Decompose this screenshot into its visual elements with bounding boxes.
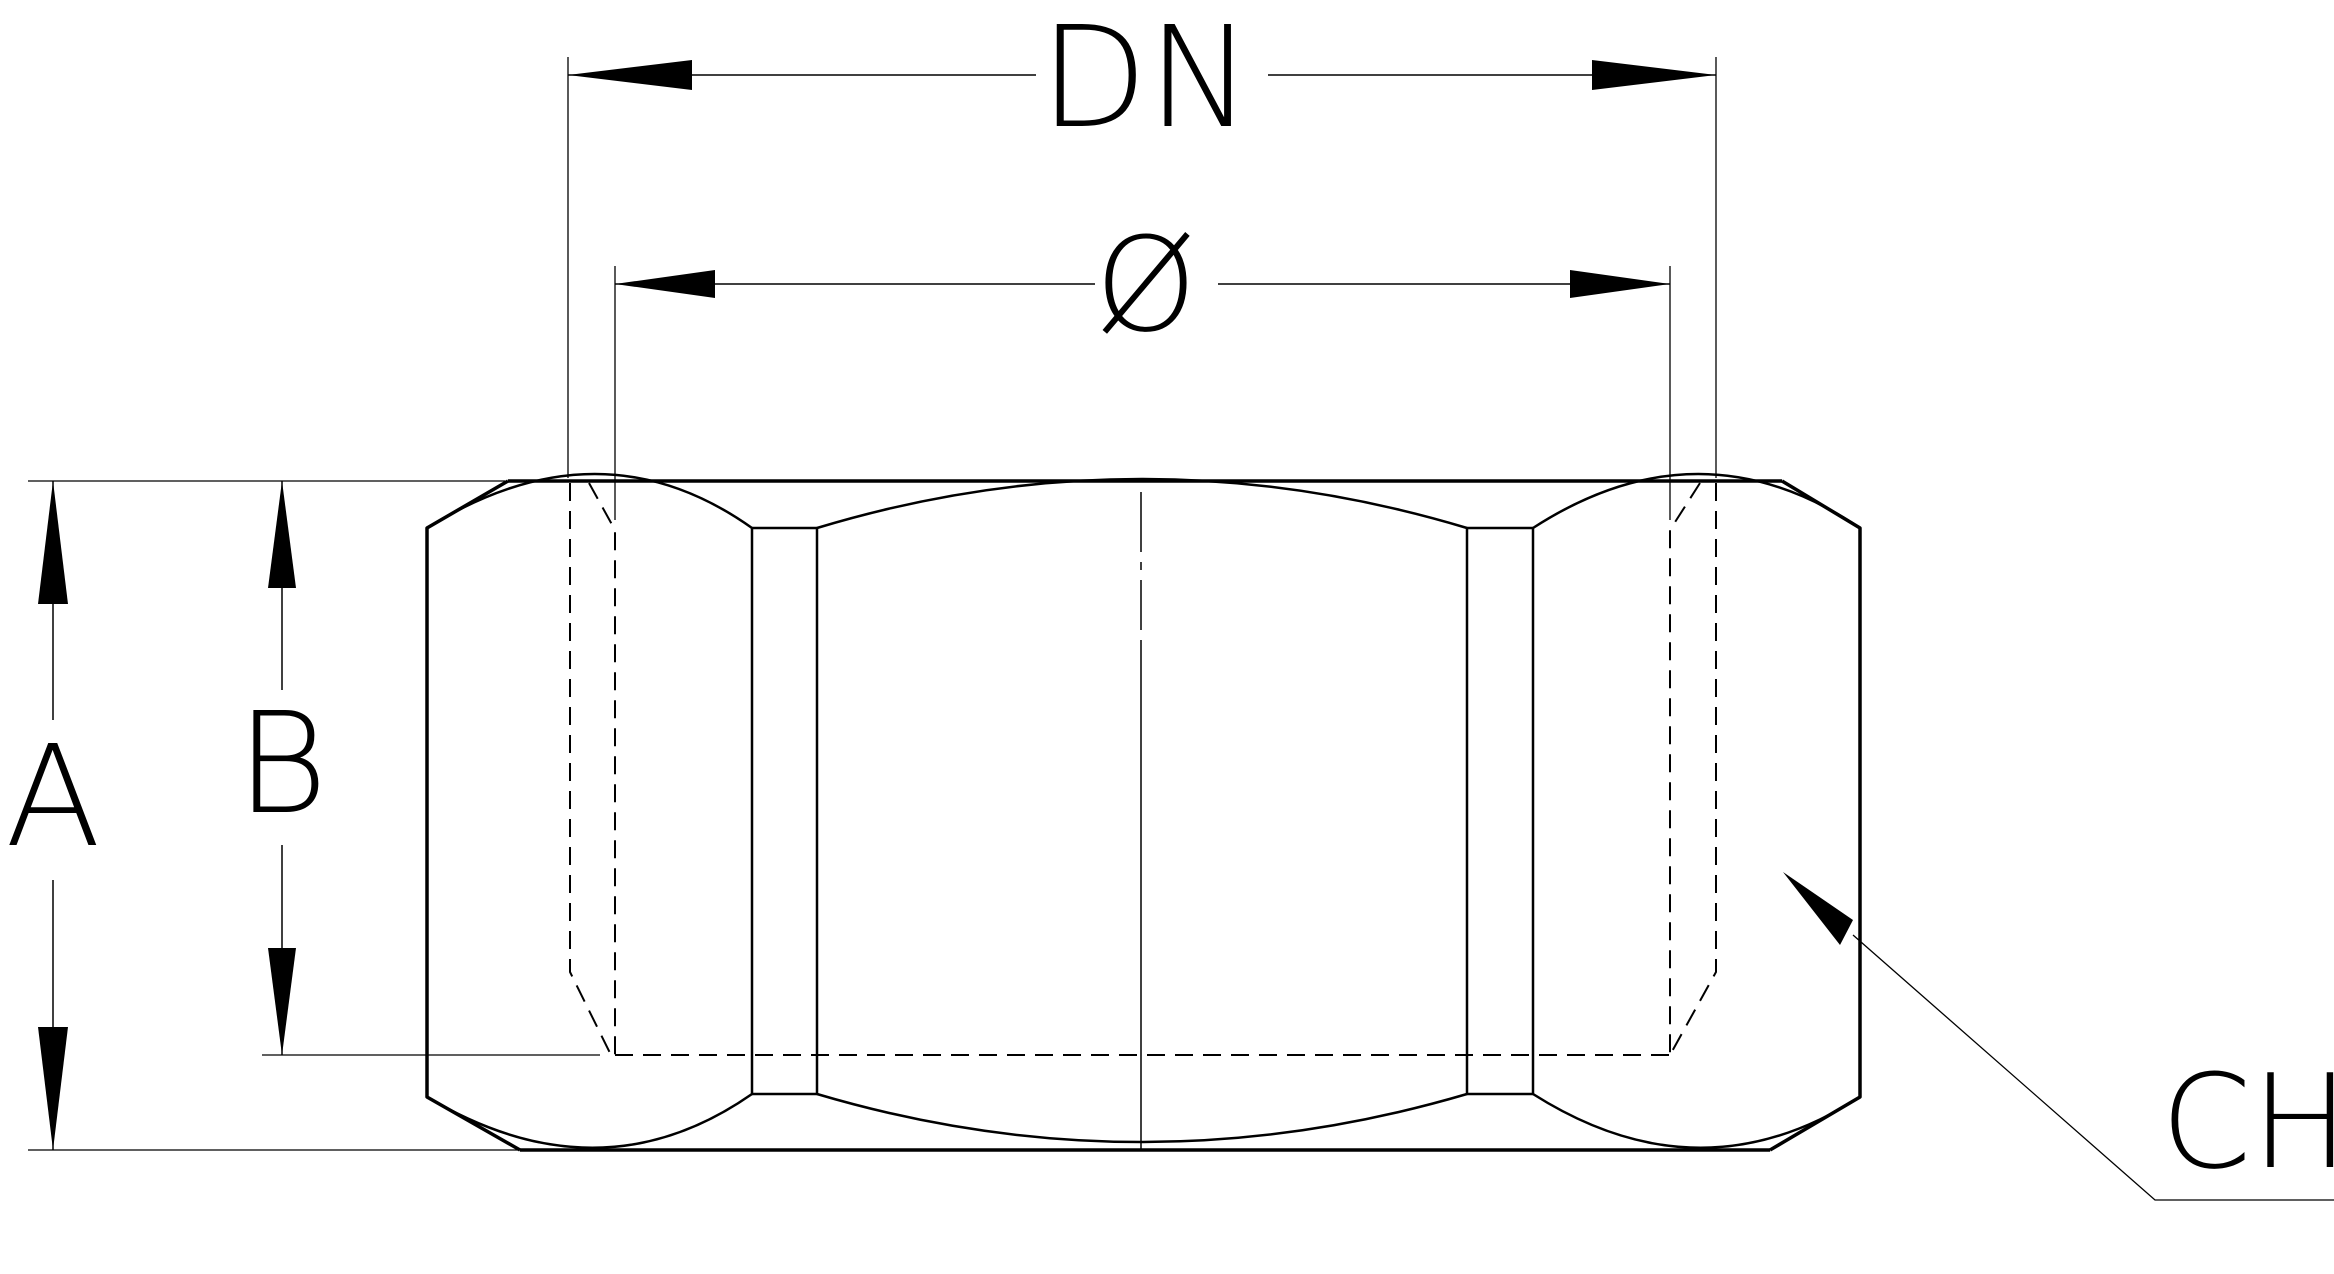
a-label: A xyxy=(5,716,101,879)
left-thread-inner xyxy=(588,482,616,1055)
extension-lines xyxy=(28,57,1717,1151)
left-face-bottom-arc xyxy=(426,1092,753,1149)
diameter-left-arrow xyxy=(615,270,715,298)
right-face-top-arc xyxy=(1532,472,1861,530)
dn-right-arrow xyxy=(1592,60,1716,90)
leader-ch: CH xyxy=(1783,872,2334,1201)
b-label: B xyxy=(236,683,328,846)
a-top-arrow xyxy=(38,481,68,604)
diameter-right-arrow xyxy=(1570,270,1670,298)
nut-left-edge xyxy=(425,479,521,1152)
right-face-bottom-arc xyxy=(1532,1092,1861,1149)
b-top-arrow xyxy=(268,481,296,588)
dn-label: DN xyxy=(1040,0,1253,160)
center-face-top-arc xyxy=(816,477,1468,530)
diameter-label: Ø xyxy=(1095,209,1197,361)
dimension-dn: DN xyxy=(568,0,1716,160)
dimension-a: A xyxy=(5,481,101,1150)
b-bottom-arrow xyxy=(268,948,296,1055)
right-thread-outer xyxy=(1669,483,1717,1056)
hex-faces xyxy=(426,472,1861,1149)
dn-left-arrow xyxy=(568,60,692,90)
right-thread-inner xyxy=(1669,482,1701,1055)
nut-body xyxy=(425,479,1862,1152)
ch-label: CH xyxy=(2161,1046,2334,1198)
left-thread-outer xyxy=(569,483,612,1056)
dimension-b: B xyxy=(236,481,328,1055)
nut-right-edge xyxy=(1769,479,1862,1152)
right-flat xyxy=(1465,526,1535,1096)
ch-arrow xyxy=(1783,872,1853,945)
dimension-diameter: Ø xyxy=(615,209,1670,361)
left-face-top-arc xyxy=(426,472,753,530)
a-bottom-arrow xyxy=(38,1027,68,1150)
center-face-bottom-arc xyxy=(816,1092,1468,1144)
hidden-thread-lines xyxy=(569,482,1717,1056)
left-flat xyxy=(750,526,819,1096)
